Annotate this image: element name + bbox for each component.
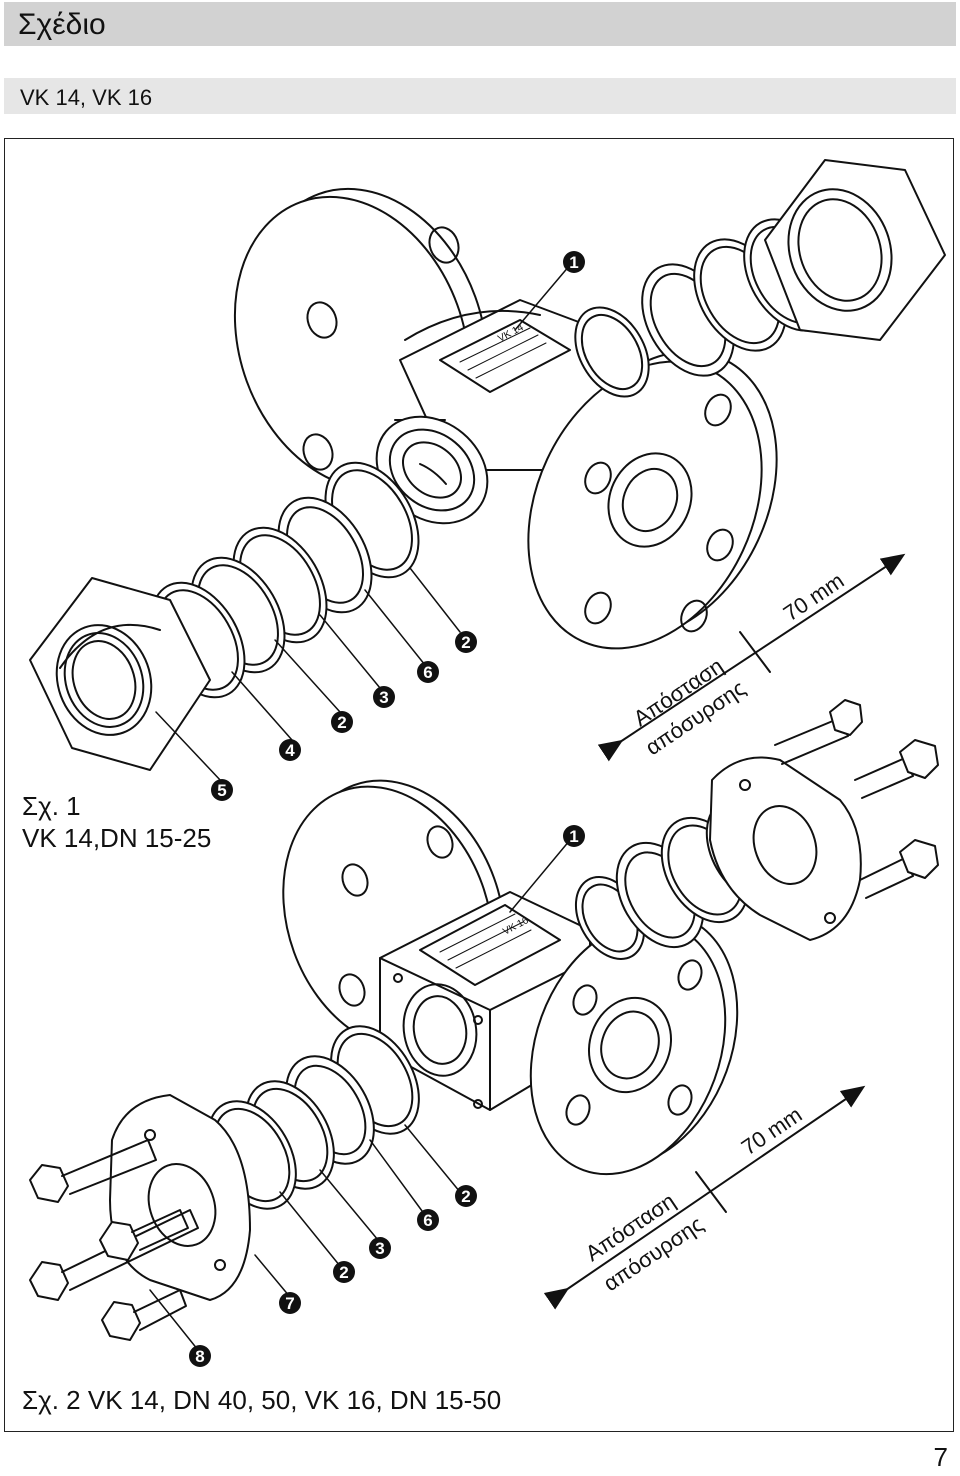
distance-arrow-fig2 <box>543 1085 866 1310</box>
distance-tick-fig2 <box>695 1171 727 1213</box>
callout-fig2-6: 6 <box>423 1211 432 1230</box>
callout-fig1-4: 4 <box>285 741 295 760</box>
fig2-distance-value: 70 mm <box>737 1102 807 1160</box>
figure1-caption-label: Σχ. 1 <box>22 791 81 821</box>
section-title: Σχέδιο <box>18 8 106 41</box>
callout-fig2-2a: 2 <box>461 1187 470 1206</box>
callout-fig2-8: 8 <box>195 1347 204 1366</box>
page-number: 7 <box>933 1442 948 1472</box>
hex-nut-right <box>764 159 946 341</box>
bolts-right <box>774 699 939 899</box>
bolts-left <box>29 1139 199 1341</box>
callout-fig1-6: 6 <box>423 663 432 682</box>
subtitle: VK 14, VK 16 <box>20 85 153 110</box>
nameplate-2: VK 16 <box>419 904 561 986</box>
distance-tick-fig1 <box>739 631 771 673</box>
leaders-fig1 <box>155 264 571 783</box>
figure2-caption-label: Σχ. 2 <box>22 1385 81 1415</box>
subtitle-bar: VK 14, VK 16 <box>4 78 956 114</box>
callout-fig2-1: 1 <box>569 827 578 846</box>
callout-fig2-2b: 2 <box>339 1263 348 1282</box>
callout-fig2-3: 3 <box>375 1239 384 1258</box>
figure1-caption: Σχ. 1 VK 14,DN 15-25 <box>22 790 211 854</box>
figure1-drawing: VK 14 <box>29 159 946 783</box>
figure-frame <box>4 138 954 1432</box>
figure2-caption-text: VK 14, DN 40, 50, VK 16, DN 15-50 <box>87 1385 502 1415</box>
callout-fig1-1: 1 <box>569 253 578 272</box>
callout-fig1-2a: 2 <box>461 633 470 652</box>
callout-fig1-3: 3 <box>379 688 388 707</box>
callout-fig1-2b: 2 <box>337 713 346 732</box>
figure2-caption: Σχ. 2 VK 14, DN 40, 50, VK 16, DN 15-50 <box>22 1384 501 1416</box>
nameplate-1: VK 14 <box>439 319 571 393</box>
section-title-bar: Σχέδιο <box>4 2 956 46</box>
distance-arrow-fig1 <box>597 553 906 762</box>
rings-left-fig1 <box>150 461 420 699</box>
callout-fig2-7: 7 <box>285 1294 294 1313</box>
callouts: 1 2 2 3 4 5 6 1 2 2 3 6 7 8 <box>189 251 585 1367</box>
leaders-fig2 <box>149 839 571 1351</box>
figure1-caption-text: VK 14,DN 15-25 <box>22 823 212 853</box>
callout-fig1-5: 5 <box>217 781 226 800</box>
figure2-drawing: VK 16 <box>29 699 939 1351</box>
